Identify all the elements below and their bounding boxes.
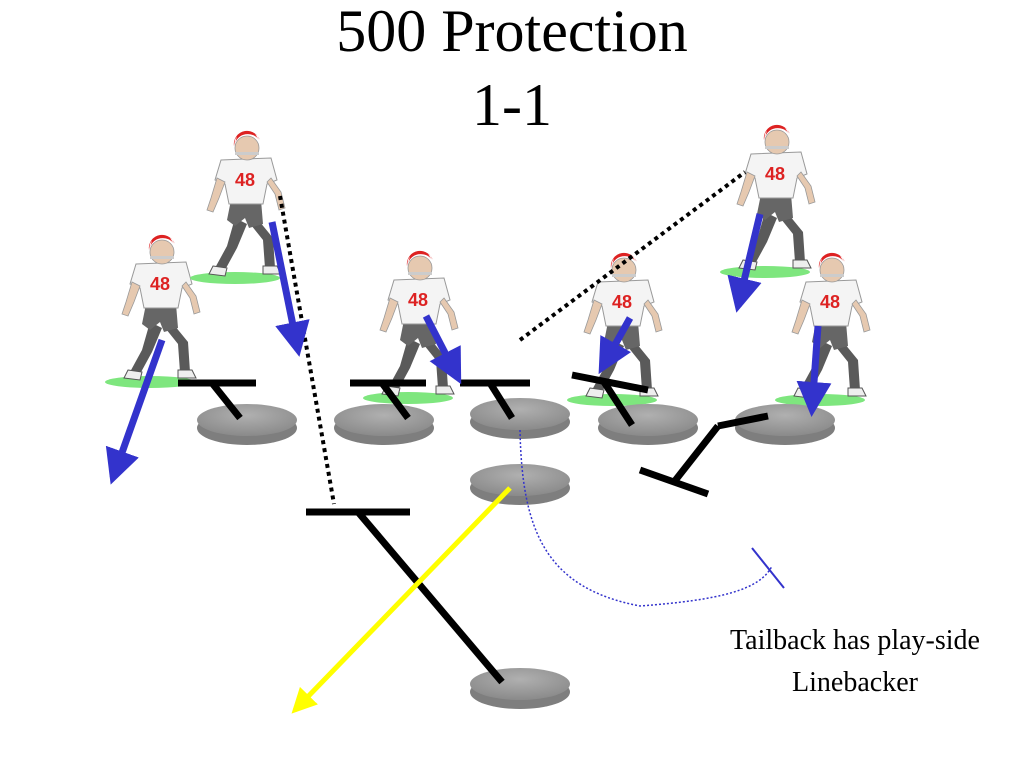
block-symbol (638, 412, 769, 498)
block-symbol (350, 379, 426, 421)
rush-arrow (422, 314, 462, 385)
tailback-route-end (751, 547, 785, 589)
block-symbol (460, 379, 530, 420)
football-player-icon (719, 124, 816, 279)
tailback-arrow (291, 486, 512, 714)
assignment-line (518, 170, 747, 342)
block-symbol (306, 508, 505, 685)
block-symbol (178, 379, 256, 421)
blocker-base-icon (735, 404, 835, 445)
assignment-line (278, 195, 336, 505)
blocker-base-icon (470, 464, 570, 505)
tailback-route (519, 429, 773, 607)
rush-arrow (727, 213, 764, 313)
rush-arrow (598, 316, 634, 375)
blocker-base-icon (598, 404, 698, 445)
rush-arrow (796, 325, 832, 417)
blocker-base-icon (470, 398, 570, 439)
block-symbol (571, 371, 649, 427)
annotation-text: Linebacker (792, 667, 918, 698)
rush-arrow (105, 338, 166, 485)
football-player-icon (189, 130, 286, 285)
blocker-base-icon (470, 668, 570, 709)
annotation-text: Tailback has play-side (730, 625, 980, 656)
slide-title: 500 Protection (336, 0, 688, 64)
rush-arrow (268, 221, 310, 357)
blocker-base-icon (334, 404, 434, 445)
blocker-base-icon (197, 404, 297, 445)
slide-subtitle: 1-1 (472, 72, 552, 138)
